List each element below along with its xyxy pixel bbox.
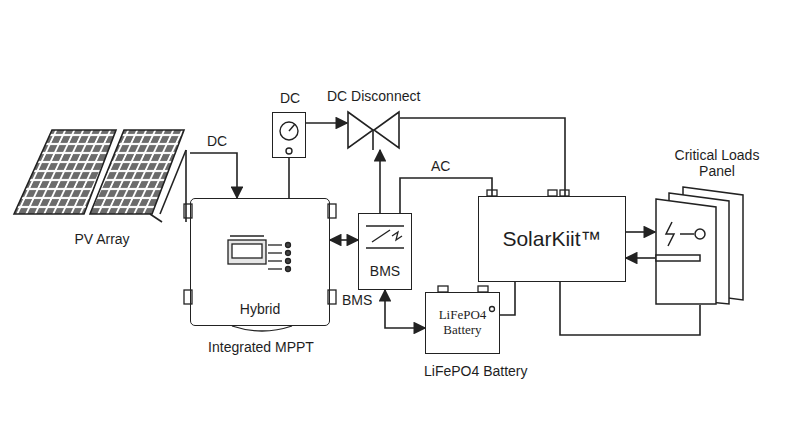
- solarkiit-unit: SolarKiit™: [478, 196, 626, 282]
- node-text: Hybrid: [240, 301, 280, 317]
- node-body: [655, 185, 745, 305]
- meter-dial: [280, 122, 298, 154]
- connector: [306, 122, 347, 124]
- connector: [379, 150, 381, 213]
- node-body: [12, 125, 190, 225]
- dc-label: DC: [206, 133, 228, 149]
- node-heading: PV Array: [52, 231, 152, 247]
- node-body: BMS: [359, 214, 411, 289]
- node-body: SolarKiit™: [479, 197, 625, 281]
- node-heading: Critical Loads Panel: [667, 147, 767, 179]
- node-heading: DC: [260, 90, 320, 106]
- inverter-details: [184, 204, 336, 331]
- dc-disconnect: DC Disconnect: [347, 110, 400, 150]
- connector: [626, 231, 655, 233]
- node-text: LiFePO4 Battery: [429, 308, 496, 338]
- hybrid-inverter: HybridIntegrated MPPT: [190, 198, 330, 326]
- panel-sheets: [656, 187, 743, 304]
- connector: [626, 257, 655, 259]
- node-text: SolarKiit™: [502, 227, 601, 251]
- connector: [400, 118, 565, 196]
- connector: [288, 158, 290, 198]
- critical-loads-panel: Critical Loads Panel: [655, 185, 745, 305]
- bms-box: BMS: [358, 213, 412, 290]
- dc-meter: DC: [272, 112, 306, 158]
- node-body: [273, 113, 305, 157]
- lifepo4-battery: LiFePO4 BatteryLiFePO4 Battery: [425, 292, 500, 354]
- connector: [385, 290, 425, 328]
- node-heading: DC Disconnect: [327, 88, 457, 104]
- bms-label: BMS: [341, 292, 373, 308]
- node-body: Hybrid: [191, 199, 329, 325]
- connector: [500, 282, 515, 315]
- connector: [190, 153, 237, 198]
- node-heading: LiFePO4 Battery: [424, 363, 554, 379]
- pv-array: PV Array: [12, 125, 190, 225]
- node-text: BMS: [370, 263, 400, 279]
- pv-panels: [14, 130, 186, 222]
- node-body: [347, 110, 400, 150]
- disconnect-symbol: [348, 112, 399, 150]
- node-body: LiFePO4 Battery: [426, 293, 499, 353]
- node-heading: Integrated MPPT: [181, 339, 341, 355]
- ac-label: AC: [430, 158, 451, 174]
- connector: [560, 282, 700, 335]
- bms-symbol: [366, 226, 404, 248]
- connector: [330, 239, 358, 241]
